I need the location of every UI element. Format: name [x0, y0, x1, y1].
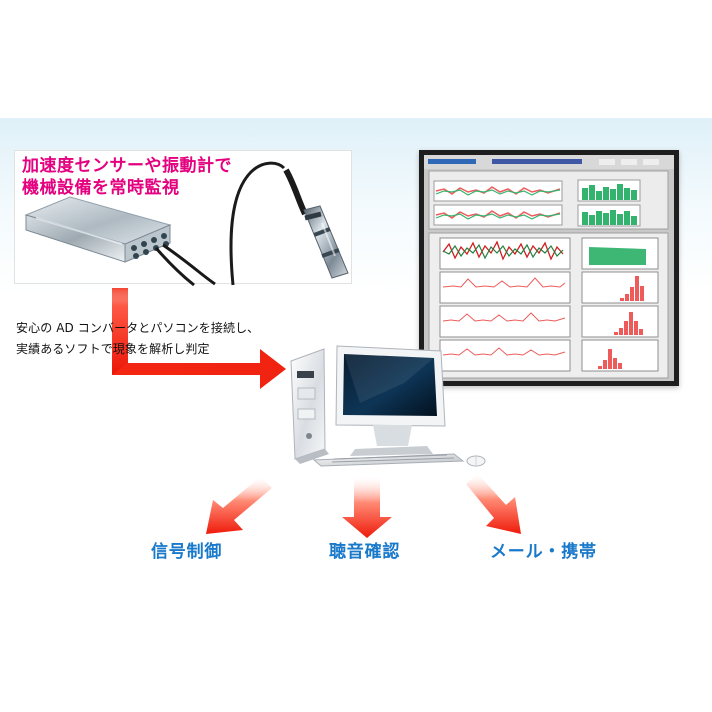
output-label-signal-control: 信号制御 [151, 542, 223, 562]
sensor-panel-title: 加速度センサーや振動計で 機械設備を常時監視 [22, 156, 232, 198]
red-arrow-icon [206, 474, 521, 538]
output-label-audio-check: 聴音確認 [329, 542, 401, 562]
vibration-sensor-icon [229, 161, 349, 286]
red-arrow-icon [112, 288, 286, 389]
analysis-software-icon [424, 155, 674, 381]
connection-description: 安心の AD コンバータとパソコンを接続し、 実績あるソフトで現象を解析し判定 [16, 321, 260, 356]
output-label-mail-mobile: メール・携帯 [490, 542, 597, 562]
computer-icon [290, 345, 486, 467]
sensor-device-illustration [24, 161, 349, 287]
ad-converter-icon [24, 196, 172, 263]
